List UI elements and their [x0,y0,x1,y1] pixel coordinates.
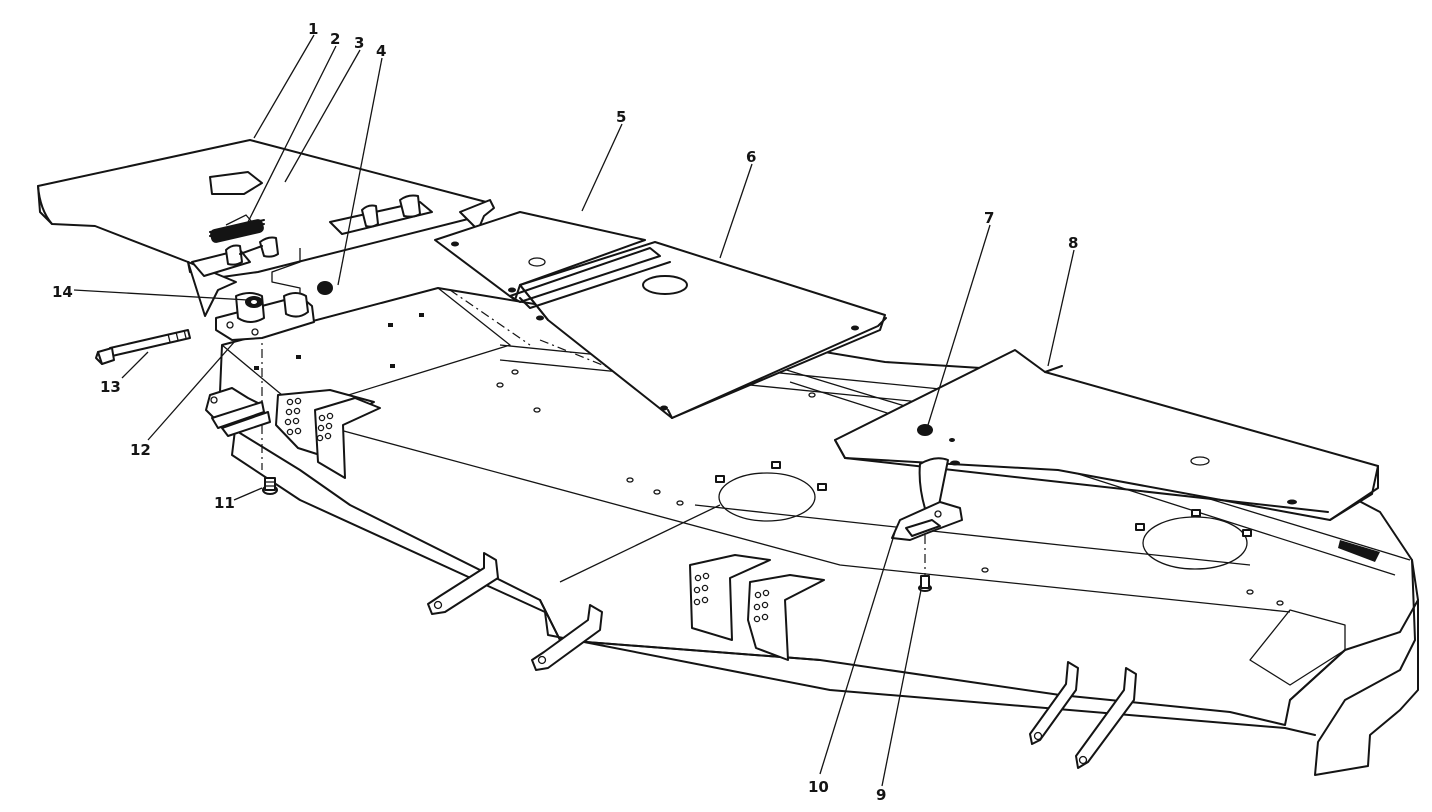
callout-8: 8 [1068,234,1078,252]
deck-brackets [275,389,825,661]
callout-4: 4 [376,42,386,60]
callout-7: 7 [984,209,994,227]
cover-plate-center [509,241,887,419]
anti-scalp-arms [205,387,1137,769]
callout-14: 14 [52,283,73,301]
discharge-chute [37,139,495,317]
hinge-bolt [95,329,191,365]
hinge-bracket [215,281,333,341]
mower-deck [219,287,1419,776]
callout-5: 5 [616,108,626,126]
callout-10: 10 [808,778,829,796]
cover-plate-left [434,211,646,301]
cover-latch [891,424,963,592]
callout-2: 2 [330,30,340,48]
leader-lines [73,34,1075,787]
callout-3: 3 [354,34,364,52]
deck-screw [262,477,278,495]
callout-9: 9 [876,786,886,804]
callout-6: 6 [746,148,756,166]
callouts: 1 2 3 4 5 6 7 8 9 10 11 12 13 14 [52,20,1078,804]
callout-11: 11 [214,494,235,512]
callout-12: 12 [130,441,151,459]
callout-1: 1 [308,20,318,38]
callout-13: 13 [100,378,121,396]
